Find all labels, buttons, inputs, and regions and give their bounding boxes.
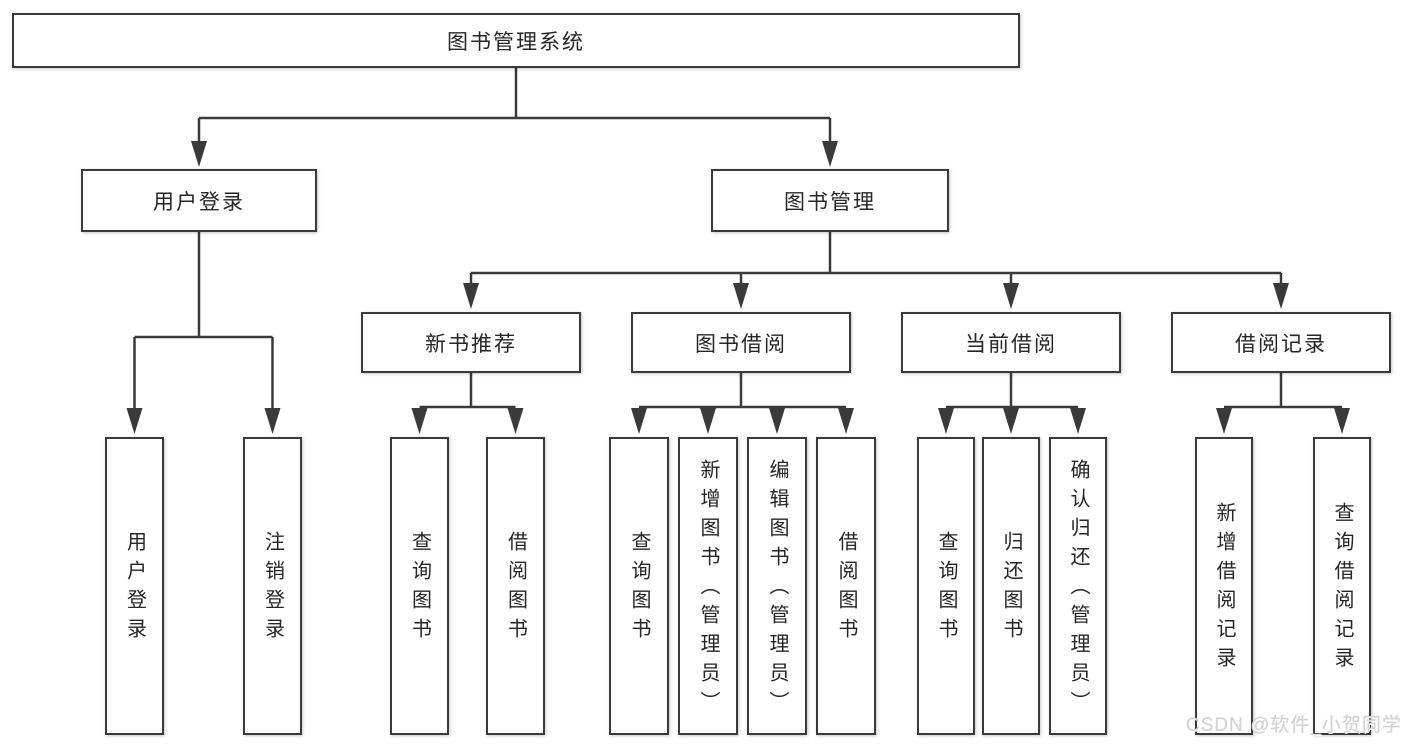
node-new-book-recommendation: 新书推荐 [361,312,581,373]
leaf-return-books: 归还图书 [982,437,1040,735]
leaf-query-books-recommend: 查询图书 [390,437,449,735]
node-library-management-system: 图书管理系统 [12,13,1020,68]
node-borrowing-records: 借阅记录 [1171,312,1391,373]
leaf-logout: 注销登录 [243,437,302,735]
leaf-query-books-current: 查询图书 [917,437,975,735]
leaf-borrow-books-recommend: 借阅图书 [486,437,545,735]
node-book-management: 图书管理 [711,169,949,232]
leaf-borrow-books: 借阅图书 [816,437,876,735]
leaf-query-books-borrow: 查询图书 [609,437,669,735]
node-user-login: 用户登录 [81,169,317,232]
leaf-add-borrow-record: 新增借阅记录 [1195,437,1253,735]
node-book-borrowing: 图书借阅 [631,312,851,373]
leaf-edit-books-admin: 编辑图书（管理员） [747,437,807,735]
watermark: CSDN @软件_小贺同学 [1186,715,1402,736]
leaf-query-borrow-record: 查询借阅记录 [1313,437,1371,735]
leaf-add-books-admin: 新增图书（管理员） [678,437,738,735]
leaf-user-login: 用户登录 [105,437,164,735]
node-current-borrowing: 当前借阅 [901,312,1121,373]
leaf-confirm-return-admin: 确认归还（管理员） [1049,437,1107,735]
